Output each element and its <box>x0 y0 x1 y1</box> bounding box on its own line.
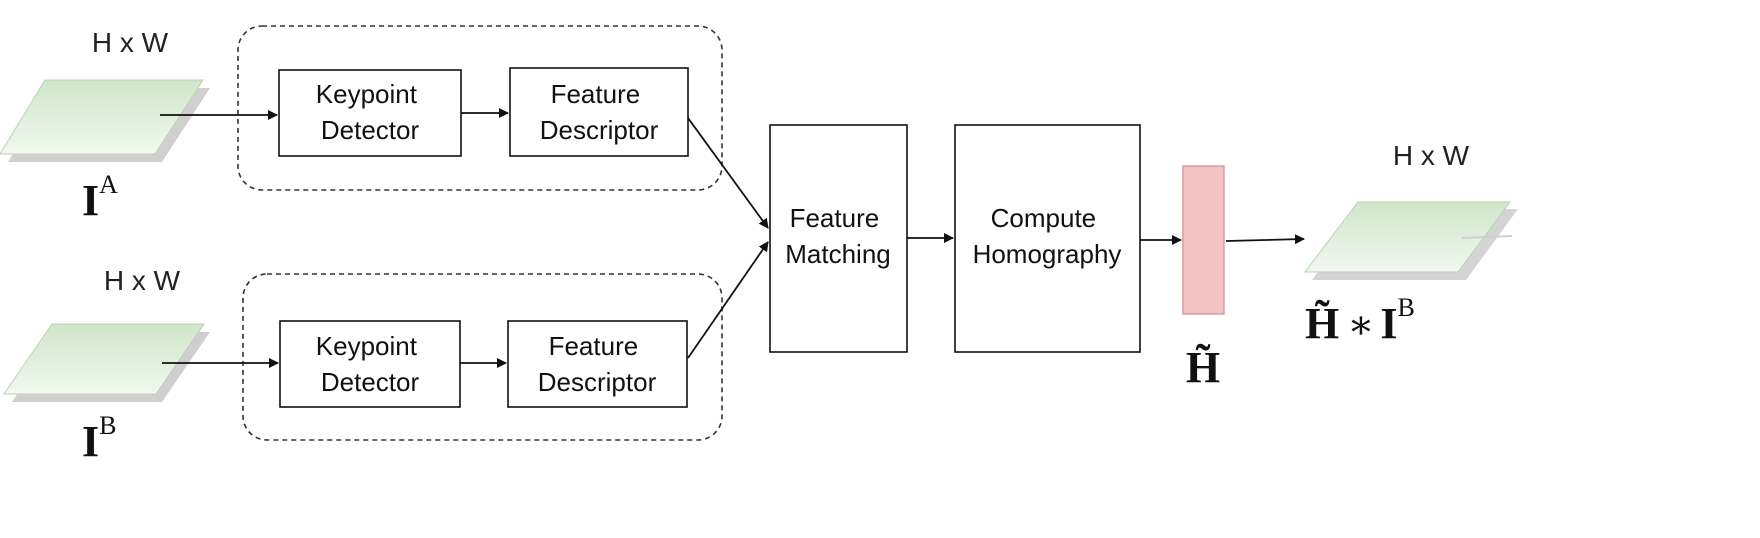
image-b: H x W IB <box>3 265 210 466</box>
output-image: H x W H̃∗IB <box>1303 140 1518 348</box>
output-image-plane <box>1303 201 1511 273</box>
arrow-h-to-output <box>1225 234 1305 245</box>
branch-b-feature-descriptor-box <box>507 320 688 408</box>
h-estimate-block: H̃ <box>1182 165 1225 392</box>
feature-matching-block: Feature Matching <box>769 124 908 353</box>
compute-homography-box <box>954 124 1141 353</box>
h-estimate-bar <box>1182 165 1225 315</box>
connectors <box>160 108 1305 368</box>
image-a-symbol: IA <box>82 170 118 225</box>
output-symbol: H̃∗IB <box>1305 293 1415 348</box>
image-b-size-label: H x W <box>104 265 181 296</box>
branch-a-dashed-border <box>237 25 723 191</box>
branch-a-group: Keypoint Detector Feature Descriptor <box>237 25 723 191</box>
image-b-symbol: IB <box>82 411 116 466</box>
branch-b-keypoint-detector-box <box>279 320 461 408</box>
h-estimate-symbol: H̃ <box>1186 343 1220 392</box>
feature-matching-box <box>769 124 908 353</box>
feature-matching-label: Feature Matching <box>785 203 891 269</box>
branch-b-keypoint-detector-label: Keypoint Detector <box>316 331 424 397</box>
arrow-descriptor-b-to-matching <box>687 241 769 359</box>
branch-a-keypoint-detector-box <box>278 69 462 157</box>
arrow-descriptor-a-to-matching <box>687 117 769 229</box>
image-b-plane <box>3 323 205 395</box>
image-a-size-label: H x W <box>92 27 169 58</box>
branch-a-feature-descriptor-label: Feature Descriptor <box>540 79 659 145</box>
branch-a-keypoint-detector-label: Keypoint Detector <box>316 79 424 145</box>
image-a: H x W IA <box>0 27 210 225</box>
branch-a-feature-descriptor-box <box>509 67 689 157</box>
image-a-plane <box>0 79 204 155</box>
branch-b-dashed-border <box>242 273 723 441</box>
compute-homography-block: Compute Homography <box>954 124 1141 353</box>
output-edge-stroke <box>1461 235 1513 239</box>
output-size-label: H x W <box>1393 140 1470 171</box>
branch-b-group: Keypoint Detector Feature Descriptor <box>242 273 723 441</box>
compute-homography-label: Compute Homography <box>973 203 1122 269</box>
branch-b-feature-descriptor-label: Feature Descriptor <box>538 331 657 397</box>
